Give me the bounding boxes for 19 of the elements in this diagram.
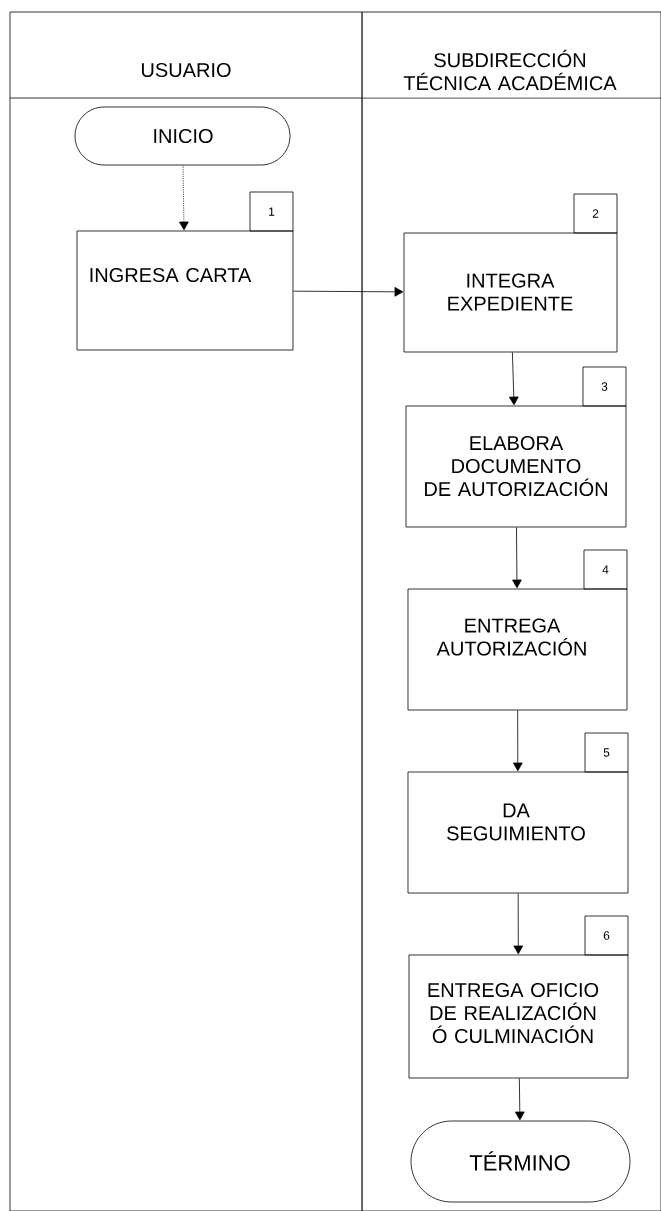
process-box: INTEGRA EXPEDIENTE <box>403 232 618 353</box>
process-box: DA SEGUIMIENTO <box>407 771 629 894</box>
arrow <box>179 165 189 231</box>
step-number: 6 <box>584 915 629 956</box>
arrow <box>293 287 404 297</box>
step-number: 3 <box>582 366 627 407</box>
arrow <box>515 1078 525 1121</box>
process-box: ELABORA DOCUMENTO DE AUTORIZACIÓN <box>405 405 627 528</box>
arrow <box>512 527 522 589</box>
arrow <box>509 352 519 406</box>
step-number: 4 <box>583 549 628 590</box>
process-box: ENTREGA OFICIO DE REALIZACIÓN Ó CULMINACIÓN <box>408 954 629 1079</box>
process-box: INGRESA CARTA <box>76 230 294 351</box>
arrow <box>513 710 523 772</box>
arrow <box>513 893 524 955</box>
step-number: 1 <box>249 191 294 232</box>
step-number: 2 <box>573 193 618 234</box>
process-box: ENTREGA AUTORIZACIÓN <box>407 588 628 711</box>
step-number: 5 <box>584 732 629 773</box>
